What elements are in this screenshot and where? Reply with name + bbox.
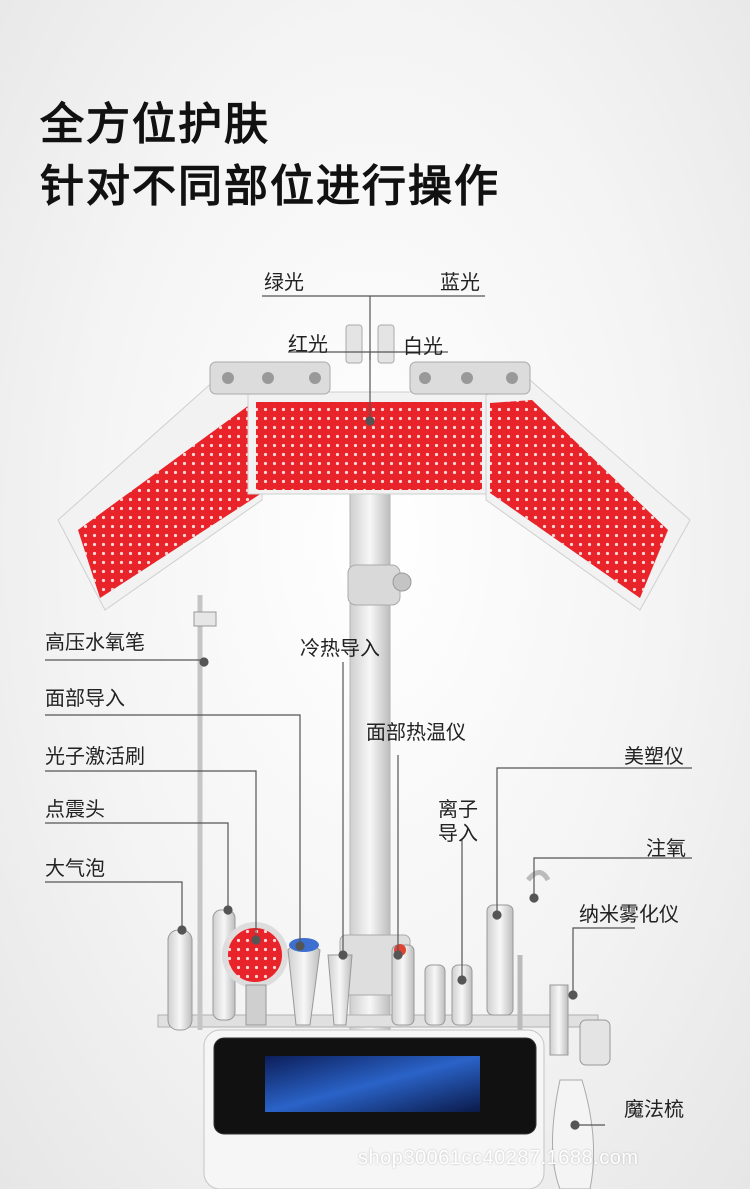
label-vibration-head: 点震头 (45, 797, 105, 821)
machine-body (203, 1029, 545, 1189)
label-red-light: 红光 (288, 332, 328, 356)
label-face-import: 面部导入 (45, 686, 125, 710)
label-hot-cold-import: 冷热导入 (300, 636, 380, 660)
handpieces[interactable] (167, 595, 611, 1189)
knob-icon[interactable] (392, 572, 412, 592)
headline-line-2: 针对不同部位进行操作 (40, 161, 500, 212)
label-white-light: 白光 (403, 334, 443, 358)
panel-brackets (209, 324, 531, 395)
touch-screen[interactable] (265, 1056, 480, 1112)
headline-line-1: 全方位护肤 (40, 99, 270, 150)
label-oxygen-injection: 注氧 (646, 836, 686, 860)
watermark: shop30061cc40287.1688.com (358, 1147, 639, 1169)
label-magic-comb: 魔法梳 (624, 1097, 684, 1121)
led-panel-left[interactable] (57, 379, 263, 611)
label-ion-import-2: 导入 (438, 821, 478, 845)
label-blue-light: 蓝光 (440, 270, 480, 294)
led-panel-center[interactable] (247, 391, 491, 495)
label-nano-sprayer: 纳米雾化仪 (579, 902, 679, 926)
label-photon-brush: 光子激活刷 (45, 744, 145, 768)
led-panel-right[interactable] (485, 379, 691, 611)
label-high-pressure-oxygen-pen: 高压水氧笔 (45, 630, 145, 654)
leader-lines (45, 295, 692, 1130)
label-face-warmer: 面部热温仪 (366, 720, 466, 744)
central-column (339, 479, 412, 1041)
label-bubble: 大气泡 (45, 856, 105, 880)
label-ion-import-1: 离子 (438, 797, 478, 821)
label-beauty-shaper: 美塑仪 (624, 744, 684, 768)
label-green-light: 绿光 (264, 270, 304, 294)
